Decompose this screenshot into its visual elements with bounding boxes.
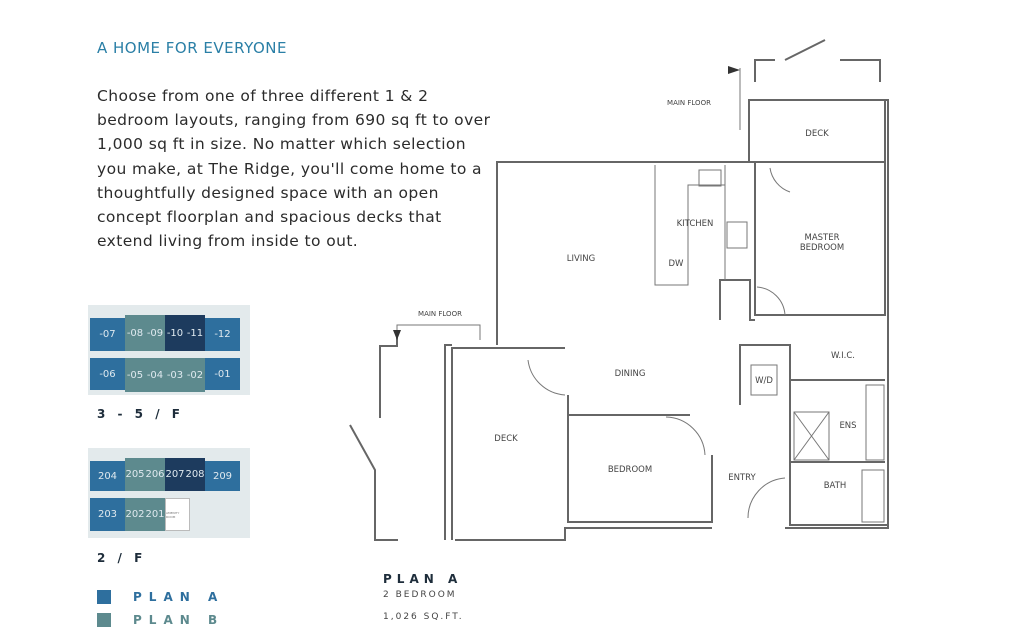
legend-plan-a: PLAN A [97, 590, 224, 604]
room-entry: ENTRY [728, 473, 756, 483]
unit[interactable]: 208 [185, 458, 205, 491]
floor-label: 3 - 5 / F [97, 407, 184, 421]
floor-label: 2 / F [97, 551, 147, 565]
description: Choose from one of three different 1 & 2… [97, 87, 491, 251]
room-deck-upper: DECK [805, 129, 829, 139]
unit[interactable]: 201 [145, 498, 165, 531]
unit[interactable]: -06 [90, 358, 125, 390]
unit[interactable]: 204 [90, 461, 125, 491]
room-living: LIVING [567, 254, 596, 264]
plan-area: 1,026 SQ.FT. [383, 612, 464, 622]
dishwasher-label: DW [669, 259, 685, 269]
plan-bedrooms: 2 BEDROOM [383, 590, 457, 600]
room-dining: DINING [615, 369, 646, 379]
unit[interactable]: 206 [145, 458, 165, 491]
unit[interactable]: -01 [205, 358, 240, 390]
room-ensuite: ENS [839, 421, 856, 431]
unit[interactable]: 202 [125, 498, 145, 531]
plan-name: PLAN A [383, 572, 463, 586]
main-floor-label: MAIN FLOOR [667, 99, 711, 107]
legend-label: PLAN B [133, 613, 225, 627]
site-plan-2f: 204 205 206 207 208 209 203 202 201 AMEN… [88, 448, 250, 538]
unit[interactable]: 203 [90, 498, 125, 531]
room-wic: W.I.C. [831, 351, 855, 361]
legend-swatch [97, 590, 111, 604]
page-heading: A HOME FOR EVERYONE [97, 39, 287, 57]
site-plan-3-5f: -07 -08 -09 -10 -11 -12 -06 -05 -04 -03 … [88, 305, 250, 395]
main-floor-label: MAIN FLOOR [418, 310, 462, 318]
unit[interactable]: 207 [165, 458, 185, 491]
legend-swatch [97, 613, 111, 627]
legend-plan-b: PLAN B [97, 613, 224, 627]
unit[interactable]: -12 [205, 318, 240, 351]
unit[interactable]: -07 [90, 318, 125, 351]
unit[interactable]: -02 [185, 358, 205, 392]
unit[interactable]: 205 [125, 458, 145, 491]
legend-label: PLAN A [133, 590, 225, 604]
unit[interactable]: -10 [165, 315, 185, 351]
room-master-line2: BEDROOM [800, 243, 844, 253]
room-kitchen: KITCHEN [677, 219, 714, 229]
room-bedroom: BEDROOM [608, 465, 652, 475]
walls [349, 39, 889, 541]
unit[interactable]: -11 [185, 315, 205, 351]
unit[interactable]: -04 [145, 358, 165, 392]
room-bath: BATH [824, 481, 847, 491]
amenity-room: AMENITY ROOM [165, 498, 190, 531]
unit[interactable]: -08 [125, 315, 145, 351]
unit[interactable]: -09 [145, 315, 165, 351]
unit[interactable]: -05 [125, 358, 145, 392]
room-master-line1: MASTER [804, 233, 839, 243]
unit[interactable]: -03 [165, 358, 185, 392]
room-deck-lower: DECK [494, 434, 518, 444]
unit[interactable]: 209 [205, 461, 240, 491]
laundry-label: W/D [755, 376, 773, 386]
